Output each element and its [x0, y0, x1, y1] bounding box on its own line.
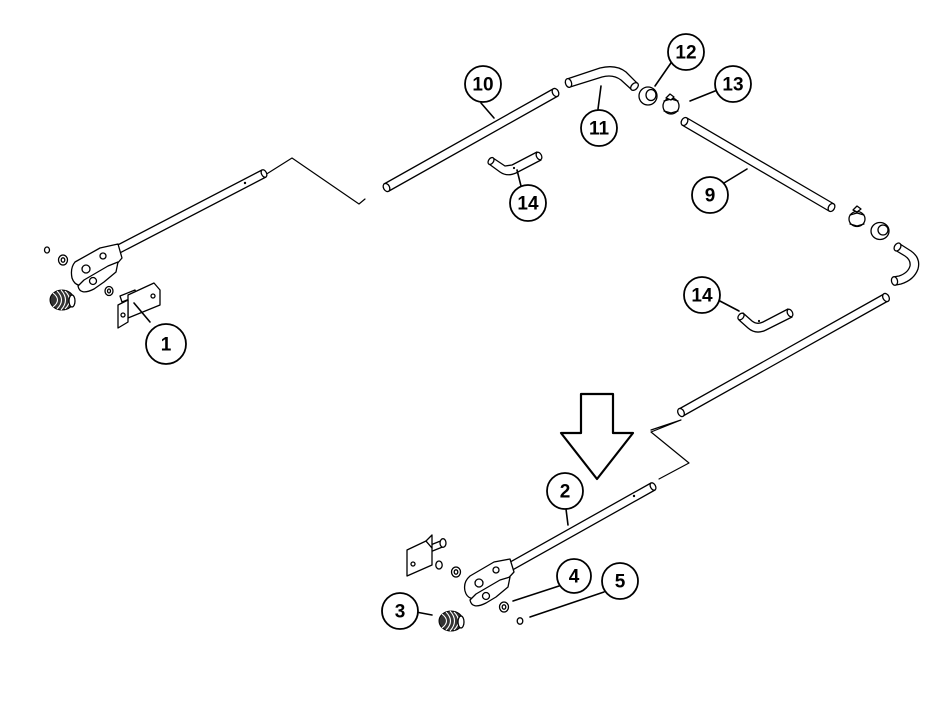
lower-rod-hole [632, 494, 636, 498]
lower-bracket [406, 534, 447, 577]
callout-label-4: 4 [569, 567, 580, 588]
ring-5 [516, 617, 524, 625]
tube-9 [680, 116, 836, 213]
left-rod-end [260, 169, 268, 178]
left-rod [107, 169, 267, 258]
callout-label-9: 9 [705, 186, 716, 207]
left-spring [49, 289, 76, 311]
callout-9: 9 [691, 176, 729, 214]
elbow-right [890, 242, 920, 286]
callout-4: 4 [556, 558, 592, 594]
callout-12: 12 [667, 33, 705, 71]
lower-clevis-lower [469, 576, 511, 607]
lower-spring [438, 610, 465, 632]
break-line-lower [650, 419, 690, 480]
elbow-14-upper [487, 151, 543, 176]
left-small-ring [43, 246, 51, 254]
left-rod-hole [243, 181, 247, 185]
washer-4-hole [501, 604, 507, 610]
callout-14-lower: 14 [683, 276, 721, 314]
callout-label-5: 5 [615, 572, 626, 593]
upper-left-rod-assembly [43, 157, 366, 329]
left-clevis-lower [77, 261, 119, 293]
lower-clevis-hole-1 [474, 578, 484, 588]
break-line-upper-left [264, 157, 366, 205]
lower-washer-small [435, 560, 443, 570]
leader-lines [133, 59, 748, 618]
left-washer-2-hole [106, 288, 112, 294]
left-washer-hole [60, 257, 66, 263]
lower-washer-left-hole [453, 569, 459, 575]
left-bracket [117, 282, 161, 329]
callout-label-1: 1 [161, 335, 172, 356]
callout-2: 2 [546, 472, 584, 510]
callout-11: 11 [580, 109, 618, 147]
down-arrow [559, 392, 635, 481]
bushing-12-right [870, 221, 890, 241]
callout-14-upper: 14 [509, 184, 547, 222]
callout-label-10: 10 [472, 75, 493, 96]
callout-label-13: 13 [722, 75, 743, 96]
elbow-11 [564, 66, 639, 91]
callout-label-14-lower: 14 [691, 286, 713, 307]
elbow-14-lower [737, 308, 794, 333]
callout-10: 10 [464, 65, 502, 103]
callout-13: 13 [714, 65, 752, 103]
left-clevis-hole-1 [81, 264, 91, 274]
clamp-13-upper [662, 93, 680, 115]
lower-clevis-hole-3 [492, 566, 500, 574]
callout-label-2: 2 [560, 482, 571, 503]
callout-label-3: 3 [395, 602, 406, 623]
lower-rod-assembly [406, 419, 690, 632]
lower-rod-end [649, 482, 657, 491]
bushing-12-upper [638, 86, 658, 106]
left-clevis-hole-3 [99, 252, 107, 260]
callout-label-11: 11 [589, 119, 610, 140]
callout-3: 3 [381, 592, 419, 630]
left-clevis-hole-2 [88, 276, 98, 286]
callout-label-12: 12 [675, 43, 696, 64]
callout-1: 1 [145, 323, 187, 365]
tube-lower [676, 292, 891, 418]
tube-10 [382, 87, 560, 193]
lower-clevis-hole-2 [481, 591, 491, 601]
clamp-13-right [848, 205, 866, 228]
callout-5: 5 [601, 562, 639, 600]
callout-label-14-upper: 14 [517, 194, 539, 215]
